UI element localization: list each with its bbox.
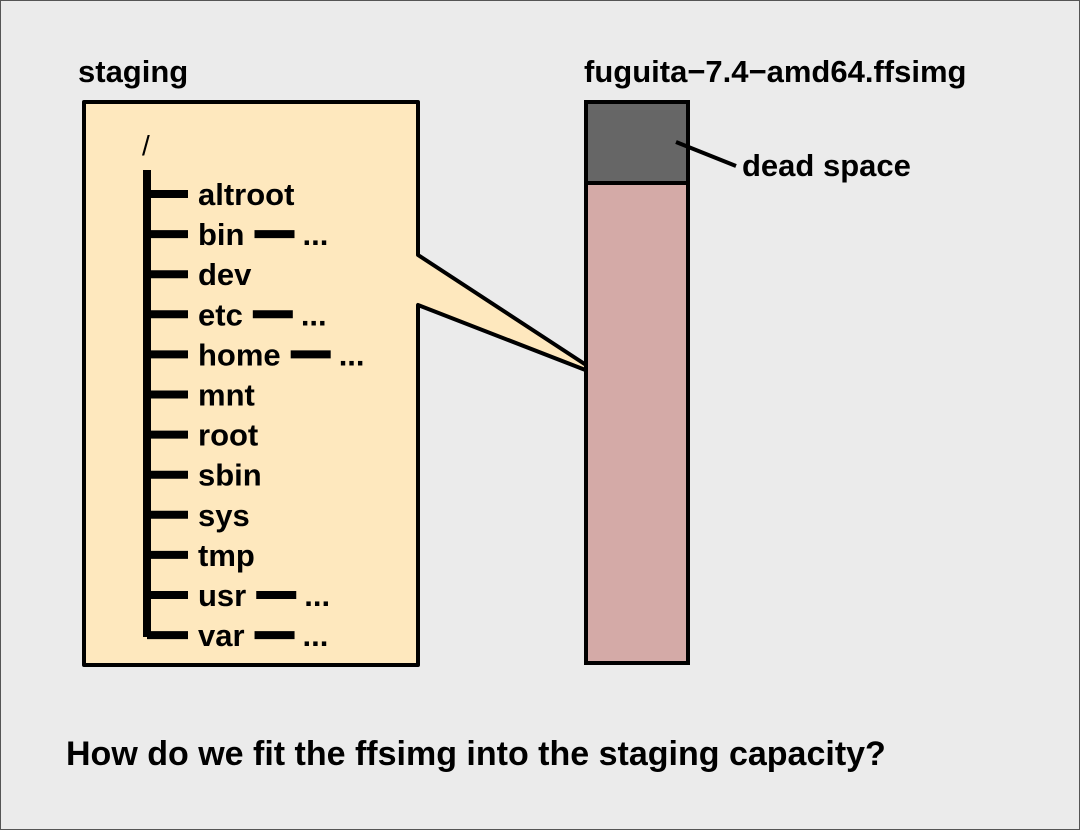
tree-item-tmp: tmp — [198, 538, 255, 573]
staging-title: staging — [78, 54, 188, 89]
dead-space-label: dead space — [742, 148, 911, 183]
tree-item-etc: etc — [198, 297, 243, 332]
subtree-ellipsis: ... — [303, 217, 329, 252]
tree-item-bin: bin — [198, 217, 245, 252]
question-text: How do we fit the ffsimg into the stagin… — [66, 735, 886, 773]
tree-item-var: var — [198, 618, 245, 653]
tree-item-usr: usr — [198, 578, 246, 613]
subtree-ellipsis: ... — [339, 337, 365, 372]
tree-item-altroot: altroot — [198, 177, 294, 212]
staging-callout-box — [82, 100, 608, 667]
subtree-ellipsis: ... — [303, 618, 329, 653]
tree-item-dev: dev — [198, 257, 252, 292]
tree-item-home: home — [198, 337, 281, 372]
dead-space-pointer — [675, 140, 737, 168]
tree-item-mnt: mnt — [198, 378, 255, 413]
tree-root: / — [142, 130, 150, 161]
tree-item-sys: sys — [198, 498, 250, 533]
tree-items: altroot bin... dev etc... home... mnt root sbin… — [147, 177, 365, 653]
ffsimg-used-space — [584, 100, 690, 665]
subtree-ellipsis: ... — [301, 297, 327, 332]
ffsimg-dead-space — [584, 100, 690, 185]
tree-item-root: root — [198, 418, 258, 453]
subtree-ellipsis: ... — [304, 578, 330, 613]
ffsimg-title: fuguita−7.4−amd64.ffsimg — [584, 54, 966, 89]
tree-item-sbin: sbin — [198, 458, 262, 493]
